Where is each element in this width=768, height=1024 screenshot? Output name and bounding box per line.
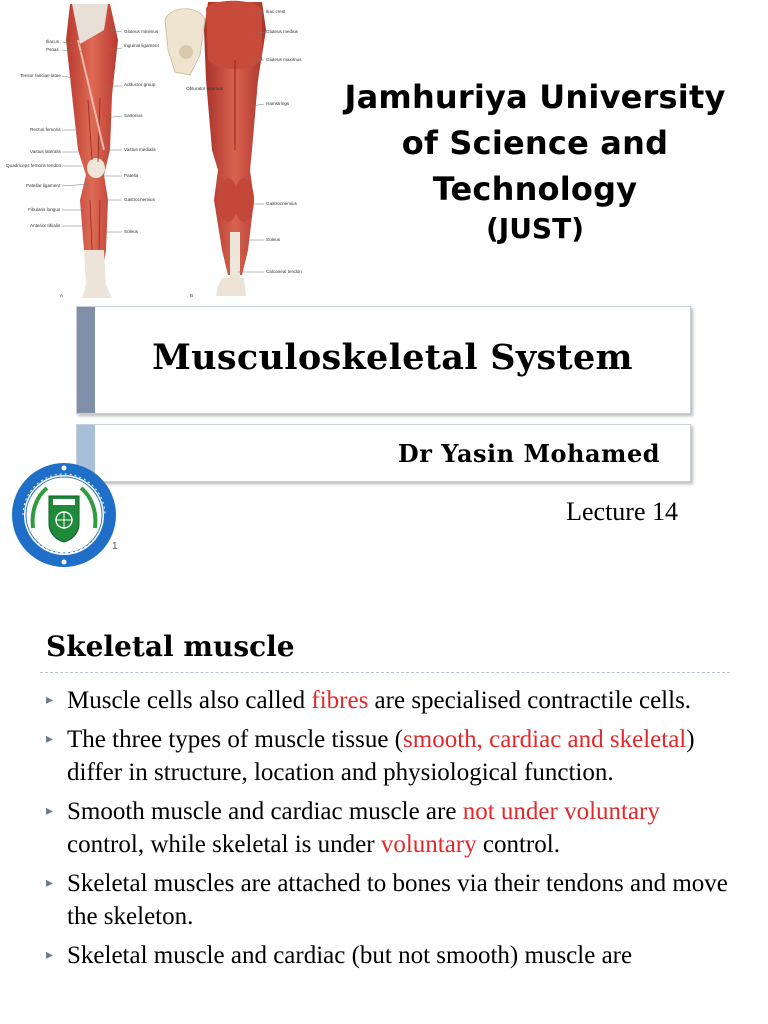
- bullet-item: ▸ Smooth muscle and cardiac muscle are no…: [46, 795, 736, 861]
- anatomy-label: Calcaneal tendon: [266, 269, 302, 274]
- anatomy-label: Gastrocnemius: [124, 197, 156, 202]
- university-name-line: of Science and: [401, 124, 669, 162]
- bullet-text: Skeletal muscle and cardiac (but not smo…: [67, 942, 633, 969]
- highlighted-text: not under voluntary: [462, 798, 660, 825]
- anatomy-label: Psoas: [46, 47, 59, 52]
- title-accent-bar: [77, 307, 95, 413]
- bullet-marker-icon: ▸: [46, 692, 54, 708]
- label-leader-lines: [61, 11, 265, 273]
- panel-letter-a: A: [60, 293, 64, 298]
- main-title: Musculoskeletal System: [152, 337, 633, 378]
- anatomy-label: Gastrocnemius: [266, 201, 298, 206]
- pelvis-bone: [164, 8, 206, 76]
- bullet-text: Muscle cells also called: [67, 687, 312, 714]
- anatomy-label: Patellar ligament: [26, 183, 61, 188]
- bullet-item: ▸ Muscle cells also called fibres are spe…: [46, 684, 736, 717]
- bullet-text: control, while skeletal is under: [67, 831, 381, 858]
- anatomy-label: Sartorius: [124, 113, 143, 118]
- slide-title: Skeletal muscle: [46, 630, 295, 663]
- bullet-item: ▸ Skeletal muscles are attached to bones …: [46, 867, 736, 933]
- anatomy-label: Adductor group: [124, 82, 156, 87]
- anatomy-label: Iliac crest: [266, 9, 286, 14]
- lecture-number: Lecture 14: [566, 497, 678, 526]
- bullet-marker-icon: ▸: [46, 731, 54, 747]
- anatomy-label: Vastus medialis: [124, 147, 157, 152]
- anatomy-label: Iliacus: [46, 39, 60, 44]
- anatomy-label: Gluteus medius: [266, 29, 299, 34]
- anatomy-label: Fibularis longus: [28, 207, 61, 212]
- author-box: Dr Yasin Mohamed: [76, 424, 691, 482]
- bullet-list: ▸ Muscle cells also called fibres are spe…: [46, 684, 736, 978]
- highlighted-text: smooth, cardiac and skeletal: [403, 726, 687, 753]
- leg-muscle-anatomy-illustration: Iliacus Psoas Tensor fasciae latae Rectu…: [6, 0, 302, 298]
- bullet-text: are specialised contractile cells.: [368, 687, 692, 714]
- anatomy-label: Hamstrings: [266, 101, 290, 106]
- anatomy-label: Gluteus minimus: [124, 29, 159, 34]
- anatomy-label: Patella: [124, 173, 138, 178]
- anatomy-label: Obturator internus: [186, 86, 224, 91]
- anatomy-label: Gluteus maximus: [266, 57, 302, 62]
- anatomy-label: Soleus: [124, 229, 139, 234]
- anatomy-label: Inguinal ligament: [124, 43, 159, 48]
- content-slide: Skeletal muscle ▸ Muscle cells also calle…: [0, 592, 768, 1024]
- panel-letter-b: B: [190, 293, 193, 298]
- anterior-leg-figure: [66, 4, 118, 298]
- university-name: Jamhuriya University of Science and Tech…: [330, 74, 740, 212]
- university-name-line: Jamhuriya University: [344, 78, 726, 116]
- university-abbreviation: (JUST): [485, 212, 584, 245]
- anatomy-label: Anterior tibialis: [30, 223, 61, 228]
- anatomy-label: Tensor fasciae latae: [20, 73, 61, 78]
- slide-number: 1: [112, 541, 118, 552]
- university-name-line: Technology: [432, 170, 638, 208]
- bullet-text: The three types of muscle tissue (: [67, 726, 404, 753]
- bullet-marker-icon: ▸: [46, 803, 54, 819]
- anatomy-label: Rectus femoris: [30, 127, 61, 132]
- bullet-text: ) differ in structure, location and phys…: [67, 726, 695, 786]
- highlighted-text: voluntary: [380, 831, 477, 858]
- anatomy-label: Vastus lateralis: [30, 149, 62, 154]
- bullet-item: ▸ Skeletal muscle and cardiac (but not sm…: [46, 939, 736, 972]
- posterior-leg-figure: [204, 0, 266, 296]
- bullet-text: control.: [476, 831, 560, 858]
- bullet-text: Smooth muscle and cardiac muscle are: [67, 798, 463, 825]
- title-slide: Iliacus Psoas Tensor fasciae latae Rectu…: [6, 0, 740, 567]
- bullet-item: ▸ The three types of muscle tissue (smoot…: [46, 723, 736, 789]
- main-title-box: Musculoskeletal System: [76, 306, 691, 414]
- bullet-text: Skeletal muscles are attached to bones v…: [67, 870, 728, 930]
- title-divider: [40, 672, 730, 673]
- highlighted-text: fibres: [311, 687, 369, 714]
- anatomy-label: Soleus: [266, 237, 281, 242]
- bullet-marker-icon: ▸: [46, 947, 54, 963]
- university-logo: [12, 463, 116, 567]
- bullet-marker-icon: ▸: [46, 875, 54, 891]
- author-name: Dr Yasin Mohamed: [397, 439, 660, 468]
- anatomy-label: Quadriceps femoris tendon: [6, 163, 62, 168]
